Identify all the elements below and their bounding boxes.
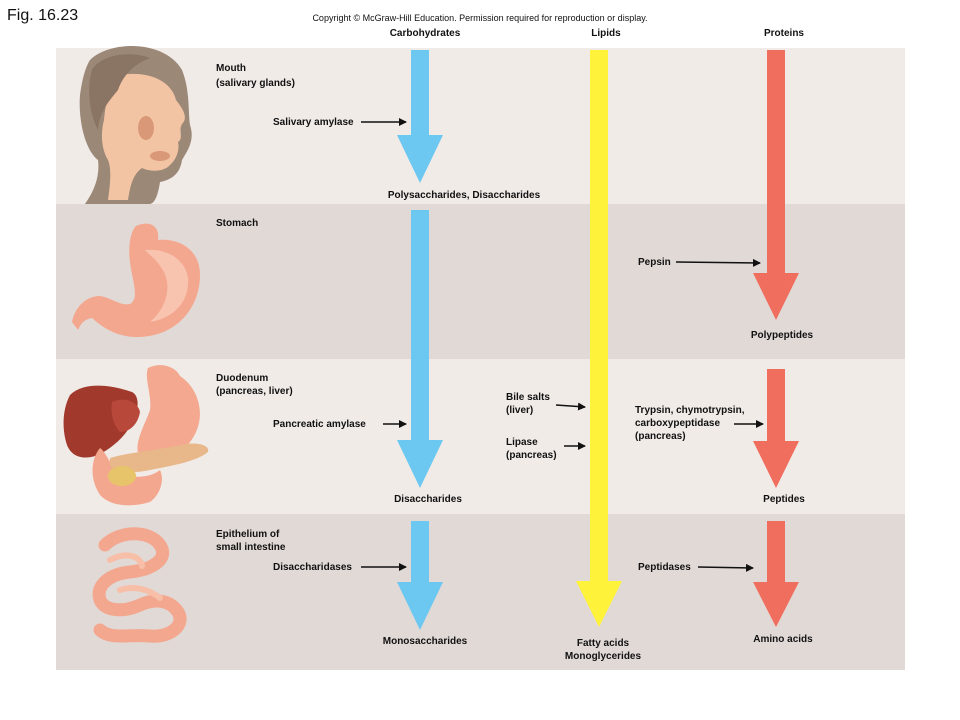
product-disaccharides: Disaccharides <box>394 494 462 505</box>
column-header-carbohydrates: Carbohydrates <box>389 28 461 39</box>
product-fatty-acids-line2: Monoglycerides <box>564 651 642 662</box>
region-mouth-line1: Mouth <box>216 63 246 74</box>
region-mouth: Mouth (salivary glands) <box>216 62 295 90</box>
figure-label: Fig. 16.23 <box>7 7 79 24</box>
region-epithelium-line2: small intestine <box>216 542 286 553</box>
product-polypeptides: Polypeptides <box>750 330 814 341</box>
enzyme-lipase-line1: Lipase <box>506 437 538 448</box>
enzyme-pancreatic-amylase: Pancreatic amylase <box>273 419 366 430</box>
region-duodenum-line2: (pancreas, liver) <box>216 386 293 397</box>
region-duodenum-line1: Duodenum <box>216 373 269 384</box>
lipid-arrow <box>576 50 622 627</box>
region-stomach: Stomach <box>216 218 259 229</box>
product-peptides: Peptides <box>763 494 805 505</box>
product-fatty-acids: Fatty acids Monoglycerides <box>513 637 693 663</box>
small-intestine-illustration <box>92 527 187 643</box>
carb-arrow-mouth <box>397 50 443 183</box>
pointer-peptidases <box>697 563 754 572</box>
product-amino-acids: Amino acids <box>753 634 813 645</box>
copyright-notice: Copyright © McGraw-Hill Education. Permi… <box>312 13 648 23</box>
product-polysaccharides: Polysaccharides, Disaccharides <box>387 190 541 201</box>
stomach-illustration <box>72 223 200 338</box>
enzyme-bile-salts: Bile salts (liver) <box>506 391 550 417</box>
enzyme-lipase-line2: (pancreas) <box>506 450 557 461</box>
region-epithelium: Epithelium of small intestine <box>216 528 285 554</box>
head-illustration <box>79 46 192 204</box>
protein-arrow-duodenum <box>753 369 799 488</box>
region-mouth-line2: (salivary glands) <box>216 78 295 89</box>
column-header-proteins: Proteins <box>763 28 804 39</box>
protein-arrow-mouth-stomach <box>753 50 799 320</box>
pointer-pepsin <box>675 258 761 267</box>
enzyme-bile-salts-line1: Bile salts <box>506 392 550 403</box>
region-epithelium-line1: Epithelium of <box>216 529 280 540</box>
band-mouth <box>56 48 905 204</box>
carb-arrow-small-intestine <box>397 521 443 630</box>
carb-arrow-stomach-duodenum <box>397 210 443 488</box>
pointer-bile-salts <box>555 402 586 411</box>
enzyme-trypsin-line3: (pancreas) <box>635 431 686 442</box>
column-header-lipids: Lipids <box>591 28 621 39</box>
enzyme-bile-salts-line2: (liver) <box>506 405 534 416</box>
protein-arrow-small-intestine <box>753 521 799 627</box>
enzyme-peptidases: Peptidases <box>638 562 691 573</box>
enzyme-trypsin-line1: Trypsin, chymotrypsin, <box>635 405 745 416</box>
liver-pancreas-illustration <box>63 365 209 506</box>
band-duodenum <box>56 359 905 514</box>
enzyme-trypsin-line2: carboxypeptidase <box>635 418 721 429</box>
enzyme-lipase: Lipase (pancreas) <box>506 436 557 462</box>
enzyme-trypsin: Trypsin, chymotrypsin, carboxypeptidase … <box>635 404 744 443</box>
enzyme-disaccharidases: Disaccharidases <box>273 562 352 573</box>
enzyme-pepsin: Pepsin <box>638 257 671 268</box>
product-fatty-acids-line1: Fatty acids <box>576 638 630 649</box>
enzyme-salivary-amylase: Salivary amylase <box>273 117 354 128</box>
region-duodenum: Duodenum (pancreas, liver) <box>216 372 293 398</box>
product-monosaccharides: Monosaccharides <box>382 636 468 647</box>
